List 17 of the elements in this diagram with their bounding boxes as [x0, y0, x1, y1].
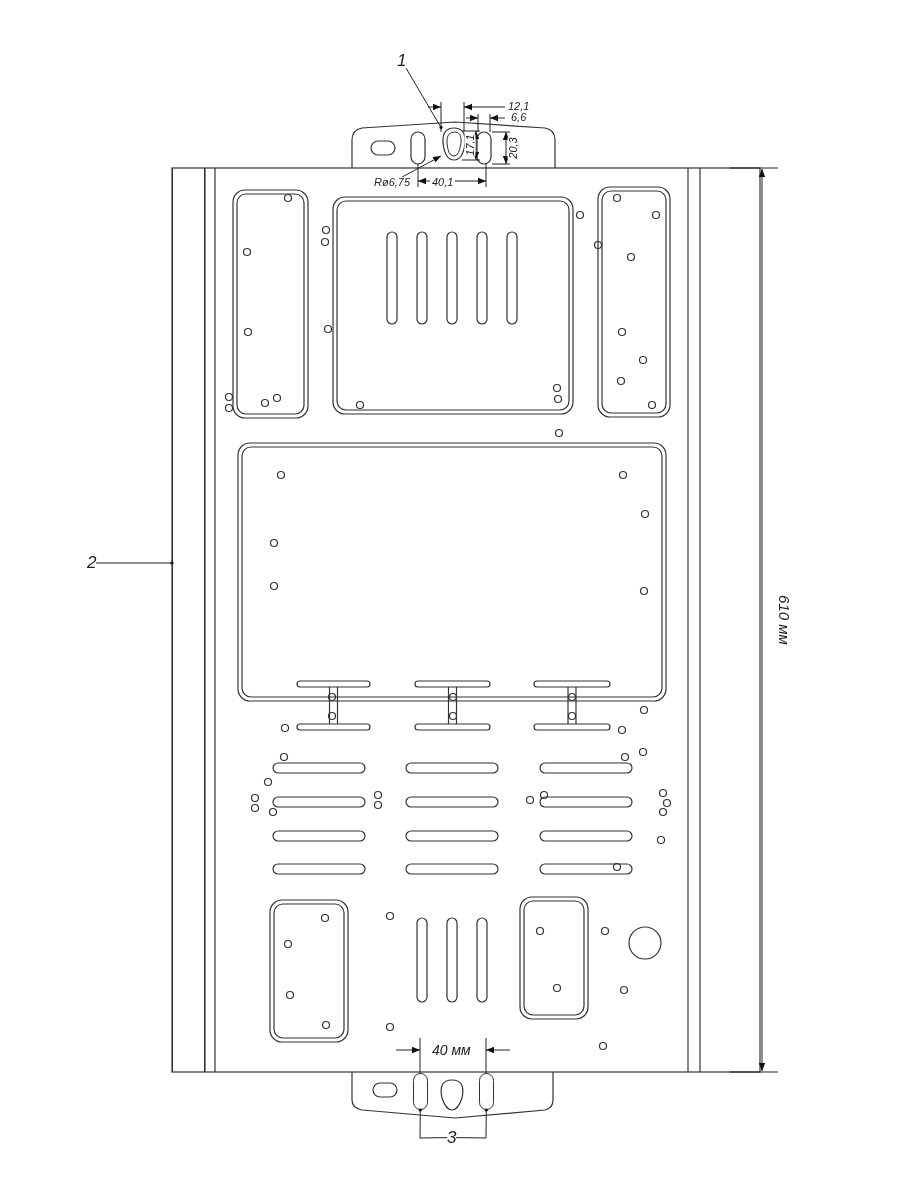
- dimension-label: 40,1: [430, 177, 456, 188]
- dimension-label: 12,1: [506, 101, 532, 112]
- dimension-label: 40 мм: [430, 1043, 473, 1057]
- dimension-label: 610 мм: [776, 595, 792, 645]
- callout-number: 2: [87, 554, 97, 571]
- dimension-label: 6,6: [509, 112, 529, 123]
- callout-number: 3: [447, 1129, 457, 1146]
- leader-line: [95, 561, 174, 565]
- side-rail: [172, 168, 205, 1072]
- mounting-hole: [441, 127, 467, 161]
- leader-line: [401, 155, 442, 178]
- leader-line: [418, 1108, 448, 1139]
- callout-number: 1: [397, 52, 407, 69]
- leader-line: [455, 1108, 488, 1139]
- leader-line: [405, 67, 443, 130]
- dimension-label: 20,3: [507, 137, 519, 159]
- dimension-label: Rø6,75: [374, 177, 411, 188]
